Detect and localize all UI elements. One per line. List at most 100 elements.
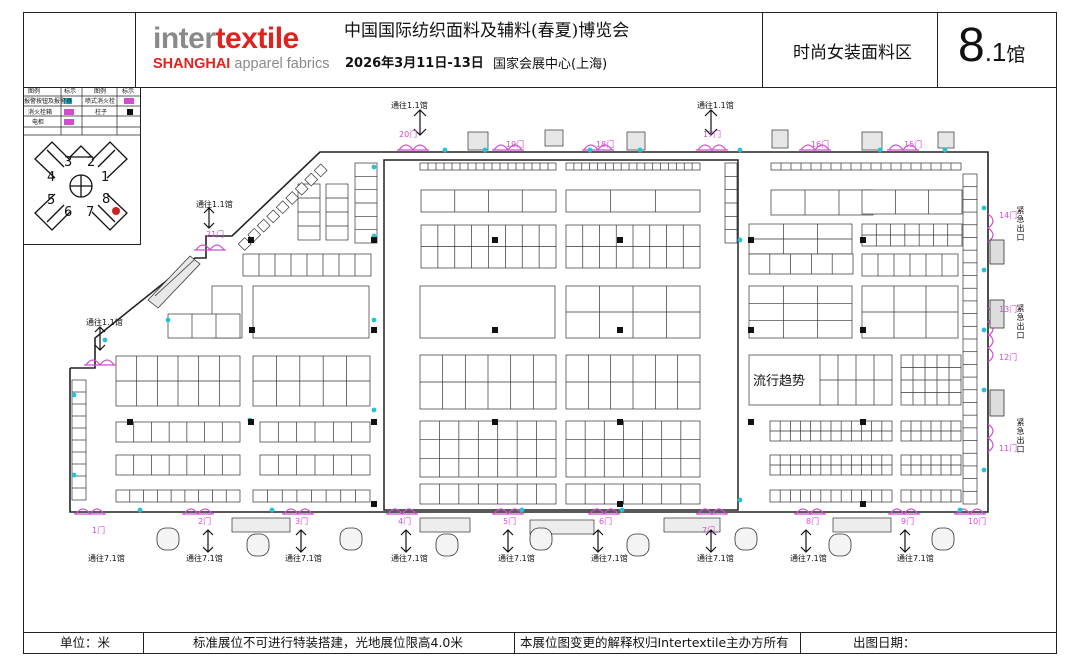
booth-block <box>313 163 328 178</box>
booth-block <box>256 218 271 233</box>
logo-inter: inter <box>153 22 216 55</box>
booth-block <box>770 162 962 171</box>
booth-block <box>252 285 370 339</box>
pillar-icon <box>492 419 498 425</box>
logo-subtitle: SHANGHAI apparel fabrics <box>153 56 329 72</box>
to-hall-7-1-label: 通往7.1馆 <box>591 554 628 563</box>
booth-block <box>115 454 241 476</box>
cyan-marker-icon <box>102 337 108 343</box>
hall-sub: .1 <box>984 37 1007 67</box>
to-hall-1-1-label: 通往1.1馆 <box>391 101 428 110</box>
gate-door-icon <box>85 359 115 367</box>
cyan-marker-icon <box>71 472 77 478</box>
gate-label: 8门 <box>806 517 820 526</box>
gate-label: 6门 <box>599 517 613 526</box>
pillar-icon <box>249 327 255 333</box>
logo-textile: textile <box>215 22 300 55</box>
footer-divider <box>514 632 515 654</box>
pillar-icon <box>371 419 377 425</box>
gate-label: 10门 <box>968 517 987 526</box>
gate-door-icon <box>986 333 994 363</box>
gate-door-icon <box>986 423 994 453</box>
gate-label: 1门 <box>92 526 106 535</box>
cyan-markers <box>71 147 987 513</box>
trend-area-label: 流行趋势 <box>753 374 806 389</box>
hall-num-5: 5 <box>47 193 56 208</box>
gates <box>74 144 994 516</box>
cyan-marker-icon <box>371 317 377 323</box>
header-bar <box>23 12 1057 88</box>
to-hall-7-1-label: 通往7.1馆 <box>391 554 428 563</box>
booth-block <box>419 483 557 505</box>
cyan-marker-icon <box>587 147 593 153</box>
emergency-exit-label: 紧急出口 <box>1016 206 1025 242</box>
pillar-icon <box>127 419 133 425</box>
gate-label: 14门 <box>999 211 1018 220</box>
to-hall-7-1-label: 通往7.1馆 <box>285 554 322 563</box>
to-hall-7-1-label: 通往7.1馆 <box>88 554 125 563</box>
legend-pillar-label: 柱子 <box>95 109 108 116</box>
gate-label: 2门 <box>198 517 212 526</box>
legend-alarm-label: 报警按钮及报警器 <box>24 98 73 105</box>
pillar-icon <box>860 501 866 507</box>
gate-door-icon <box>986 213 994 243</box>
booth-block <box>115 421 241 443</box>
intertextile-logo: intertextile <box>153 24 299 54</box>
gate-label: 9门 <box>901 517 915 526</box>
cyan-marker-icon <box>737 237 743 243</box>
to-hall-7-1-label: 通往7.1馆 <box>186 554 223 563</box>
footer-unit: 单位：米 <box>60 635 111 650</box>
booth-block <box>861 189 963 215</box>
hall-num-8: 8 <box>102 192 111 207</box>
gate-label: 17门 <box>703 130 722 139</box>
emergency-exit-label: 紧急出口 <box>1016 304 1025 340</box>
pillar-icon <box>748 419 754 425</box>
booth-block <box>748 285 853 339</box>
map-frame <box>23 12 1057 654</box>
right-doors <box>989 239 1005 417</box>
pillar-icon <box>248 237 254 243</box>
cyan-marker-icon <box>737 147 743 153</box>
legend-header: 图例 <box>94 88 107 95</box>
cyan-marker-icon <box>482 147 488 153</box>
booth-block <box>419 420 557 478</box>
cyan-marker-icon <box>137 507 143 513</box>
cyan-marker-icon <box>981 267 987 273</box>
to-hall-7-1-label: 通往7.1馆 <box>697 554 734 563</box>
logo-shanghai: SHANGHAI <box>153 56 231 72</box>
booth-block <box>565 162 701 171</box>
to-hall-7-1-label: 通往7.1馆 <box>498 554 535 563</box>
booth-block <box>304 172 319 187</box>
footer-bar <box>23 632 1057 654</box>
cyan-marker-icon <box>637 147 643 153</box>
fair-date: 2026年3月11日-13日 <box>345 56 484 71</box>
pillar-icon <box>860 327 866 333</box>
gate-label: 15门 <box>904 140 923 149</box>
legend-sprinkler-label: 喷式消火栓 <box>85 98 116 105</box>
footer-rights: 本展位图变更的解释权归Intertextile主办方所有 <box>520 635 789 650</box>
pillar-icon <box>492 327 498 333</box>
pillar-icon <box>617 501 623 507</box>
logo-apparel: apparel fabrics <box>234 56 330 72</box>
cyan-marker-icon <box>519 507 525 513</box>
legend-cabinet-label: 电柜 <box>32 119 45 126</box>
gate-label: 13门 <box>999 305 1018 314</box>
cyan-marker-icon <box>942 147 948 153</box>
footer-rule: 标准展位不可进行特装搭建，光地展位限高4.0米 <box>193 635 463 650</box>
hall-num-2: 2 <box>87 155 96 170</box>
hall-num-7: 7 <box>86 205 95 220</box>
pillar-icon <box>371 501 377 507</box>
pillar-icon <box>371 327 377 333</box>
hall-num-1: 1 <box>101 170 110 185</box>
booth-block <box>294 181 309 196</box>
to-hall-1-1-label: 通往1.1馆 <box>697 101 734 110</box>
pillar-icon <box>860 419 866 425</box>
fair-venue: 国家会展中心(上海) <box>493 57 608 72</box>
booth-block <box>275 200 290 215</box>
to-hall-7-1-label: 通往7.1馆 <box>897 554 934 563</box>
pillar-icon <box>492 237 498 243</box>
escalator-left <box>147 255 201 309</box>
hall-suffix: 馆 <box>1006 44 1026 66</box>
legend-box <box>23 88 141 245</box>
cyan-marker-icon <box>981 467 987 473</box>
